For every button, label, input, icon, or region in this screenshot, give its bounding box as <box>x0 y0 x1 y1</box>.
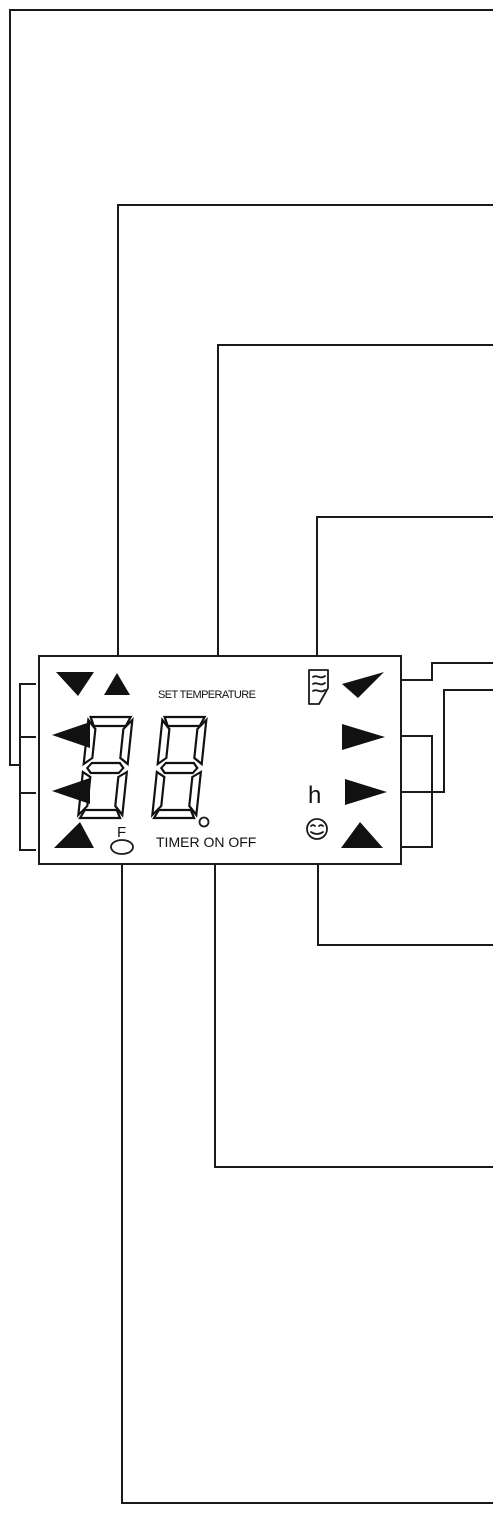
triangle-arrow-icon <box>56 672 94 696</box>
timer-dot-icon <box>198 816 210 828</box>
hour-unit: h <box>308 782 321 809</box>
callout-line-6 <box>394 689 493 793</box>
set-temperature-label: SET TEMPERATURE <box>158 689 256 701</box>
triangle-arrow-icon <box>104 673 130 695</box>
callout-left-bracket <box>19 683 36 851</box>
digit-2 <box>150 715 208 820</box>
callout-line-7 <box>317 844 493 946</box>
triangle-arrow-icon <box>52 722 90 748</box>
callout-line-8 <box>214 855 493 1168</box>
callout-line-1 <box>9 9 493 766</box>
temperature-digits <box>76 715 208 820</box>
filter-key-icon <box>110 839 134 855</box>
airflow-icon <box>308 669 329 705</box>
lcd-frame <box>38 655 402 865</box>
triangle-arrow-icon <box>341 822 383 848</box>
callout-line-3 <box>217 344 493 719</box>
filter-letter: F <box>117 824 126 841</box>
triangle-arrow-icon <box>345 779 387 805</box>
callout-line-9 <box>121 854 493 1504</box>
triangle-arrow-icon <box>54 822 94 848</box>
sleep-face-icon <box>306 818 328 840</box>
timer-label: TIMER ON OFF <box>156 834 256 850</box>
callout-lines <box>9 9 493 1504</box>
callout-line-5 <box>388 662 493 681</box>
callout-right-bracket <box>394 735 433 848</box>
callout-line-4 <box>316 516 493 669</box>
digit-1 <box>76 715 134 820</box>
callout-line-2 <box>117 204 493 673</box>
triangle-arrow-icon <box>342 672 384 698</box>
right-arrows <box>341 672 387 848</box>
triangle-arrow-icon <box>342 724 385 750</box>
